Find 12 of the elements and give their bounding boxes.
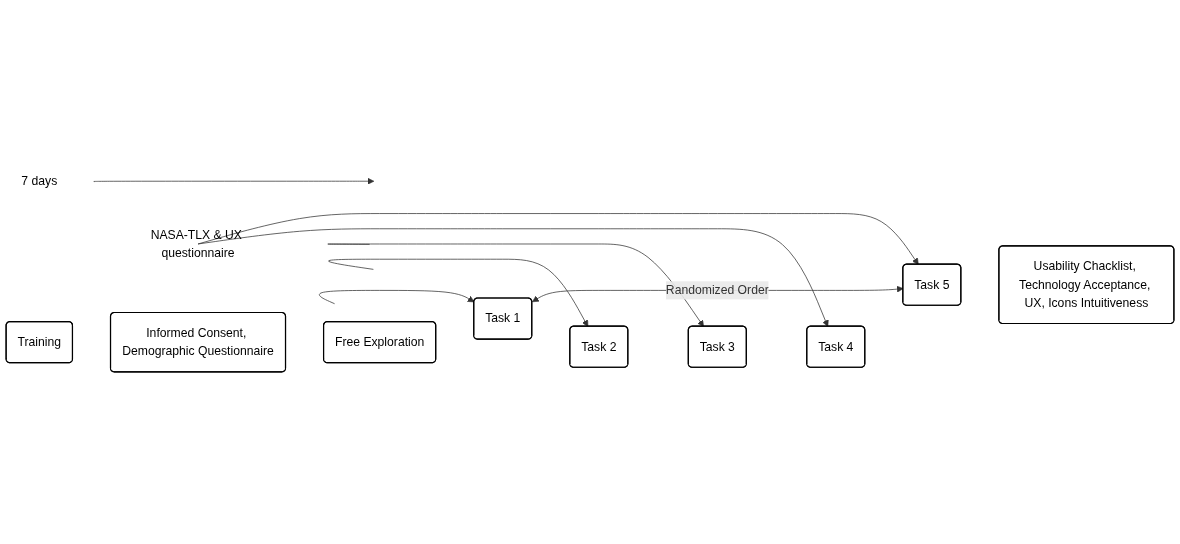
step-box: Training <box>5 321 74 364</box>
step-box: Task 5 <box>902 263 962 306</box>
step-box: Free Exploration <box>323 321 437 364</box>
step-box: Usability Chacklist, Technology Acceptance, UX, Icons Intuitiveness <box>998 245 1175 325</box>
text-label: NASA-TLX & UX questionnaire <box>150 228 242 260</box>
step-box: Informed Consent, Demographic Questionnaire <box>109 311 287 373</box>
step-box: Task 3 <box>687 325 747 368</box>
text-label: 7 days <box>21 174 58 188</box>
step-box: Task 2 <box>569 325 629 368</box>
edge-label: Randomized Order <box>665 283 769 297</box>
step-box: Task 4 <box>806 325 866 368</box>
step-box: Task 1 <box>473 297 533 340</box>
